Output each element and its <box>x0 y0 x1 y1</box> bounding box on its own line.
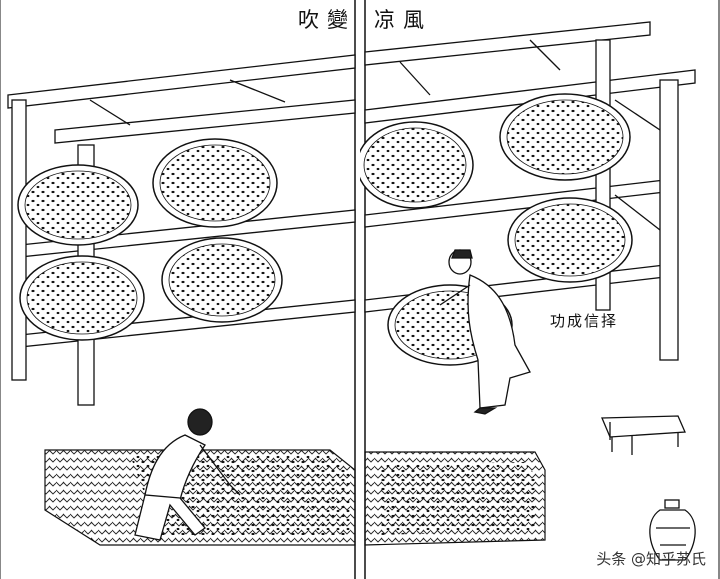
worker-figure <box>134 408 241 541</box>
left-illustration <box>0 0 356 579</box>
left-page: 吹變 <box>0 0 356 579</box>
drying-tray <box>152 138 278 228</box>
drying-tray <box>360 121 474 209</box>
storage-jar <box>649 499 696 561</box>
right-illustration <box>360 0 720 579</box>
right-page: 凉風 功成信择 <box>360 0 720 579</box>
caption-label: 功成信择 <box>550 312 619 330</box>
drying-tray <box>161 237 283 323</box>
left-page-title: 吹變 <box>298 8 356 32</box>
drying-tray <box>19 255 145 341</box>
drying-tray <box>507 197 633 283</box>
woven-mat <box>364 451 546 546</box>
low-table <box>601 415 686 455</box>
worker-figure <box>439 249 531 415</box>
watermark-text: 头条 @知乎苏氏 <box>596 550 706 568</box>
right-page-title: 凉風 <box>374 8 432 32</box>
watermark: 头条 @知乎苏氏 <box>596 548 706 569</box>
drying-tray <box>17 164 139 246</box>
drying-tray <box>499 93 631 181</box>
